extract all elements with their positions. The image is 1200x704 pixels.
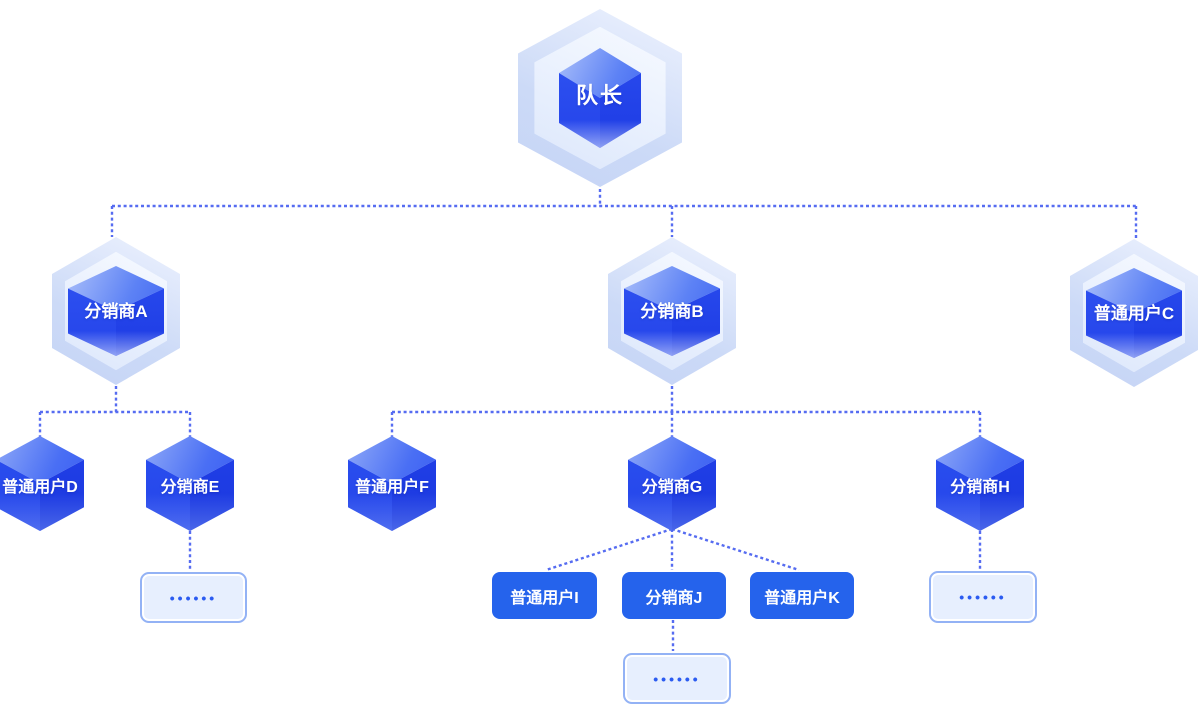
ellipsis-box-under-e: •••••• bbox=[140, 572, 247, 623]
connector-captain-to-level2 bbox=[110, 189, 1138, 240]
node-label: 普通用户C bbox=[1093, 304, 1175, 323]
node-distributor-b: 分销商B bbox=[608, 237, 736, 385]
ellipsis-box-under-j: •••••• bbox=[623, 653, 731, 704]
node-user-f: 普通用户F bbox=[348, 436, 436, 531]
node-label: 分销商E bbox=[160, 478, 220, 496]
node-user-k: 普通用户K bbox=[750, 572, 854, 619]
cube-icon bbox=[559, 48, 641, 148]
connector-g-to-children bbox=[545, 527, 800, 572]
node-label: 普通用户I bbox=[510, 589, 579, 607]
cube-icon bbox=[628, 436, 716, 531]
node-user-d: 普通用户D bbox=[0, 436, 84, 531]
node-distributor-e: 分销商E bbox=[146, 436, 234, 531]
cube-icon bbox=[0, 436, 84, 531]
cube-icon bbox=[1086, 268, 1182, 358]
node-distributor-h: 分销商H bbox=[936, 436, 1024, 531]
node-distributor-a: 分销商A bbox=[52, 237, 180, 385]
node-captain: 队长 bbox=[518, 9, 682, 187]
node-label: 分销商H bbox=[950, 478, 1010, 496]
node-label: 分销商B bbox=[640, 302, 704, 321]
ellipsis-dots: •••••• bbox=[169, 589, 218, 606]
node-distributor-j: 分销商J bbox=[622, 572, 726, 619]
node-label: 分销商G bbox=[641, 478, 703, 496]
node-label: 分销商J bbox=[645, 589, 703, 607]
node-label: 队长 bbox=[575, 83, 624, 109]
cube-icon bbox=[348, 436, 436, 531]
cube-icon bbox=[936, 436, 1024, 531]
node-label: 普通用户D bbox=[2, 478, 78, 496]
ellipsis-dots: •••••• bbox=[653, 670, 701, 687]
ellipsis-dots: •••••• bbox=[959, 589, 1007, 605]
node-label: 普通用户F bbox=[355, 478, 429, 496]
node-label: 普通用户K bbox=[764, 589, 840, 607]
ellipsis-box-under-h: •••••• bbox=[929, 571, 1037, 623]
node-user-i: 普通用户I bbox=[492, 572, 597, 619]
cube-icon bbox=[624, 266, 720, 356]
node-label: 分销商A bbox=[84, 302, 148, 321]
connector-b-to-children bbox=[390, 386, 982, 437]
node-distributor-g: 分销商G bbox=[628, 436, 716, 531]
node-user-c: 普通用户C bbox=[1070, 239, 1198, 387]
cube-icon bbox=[146, 436, 234, 531]
connector-a-to-children bbox=[38, 386, 192, 437]
cube-icon bbox=[68, 266, 164, 356]
